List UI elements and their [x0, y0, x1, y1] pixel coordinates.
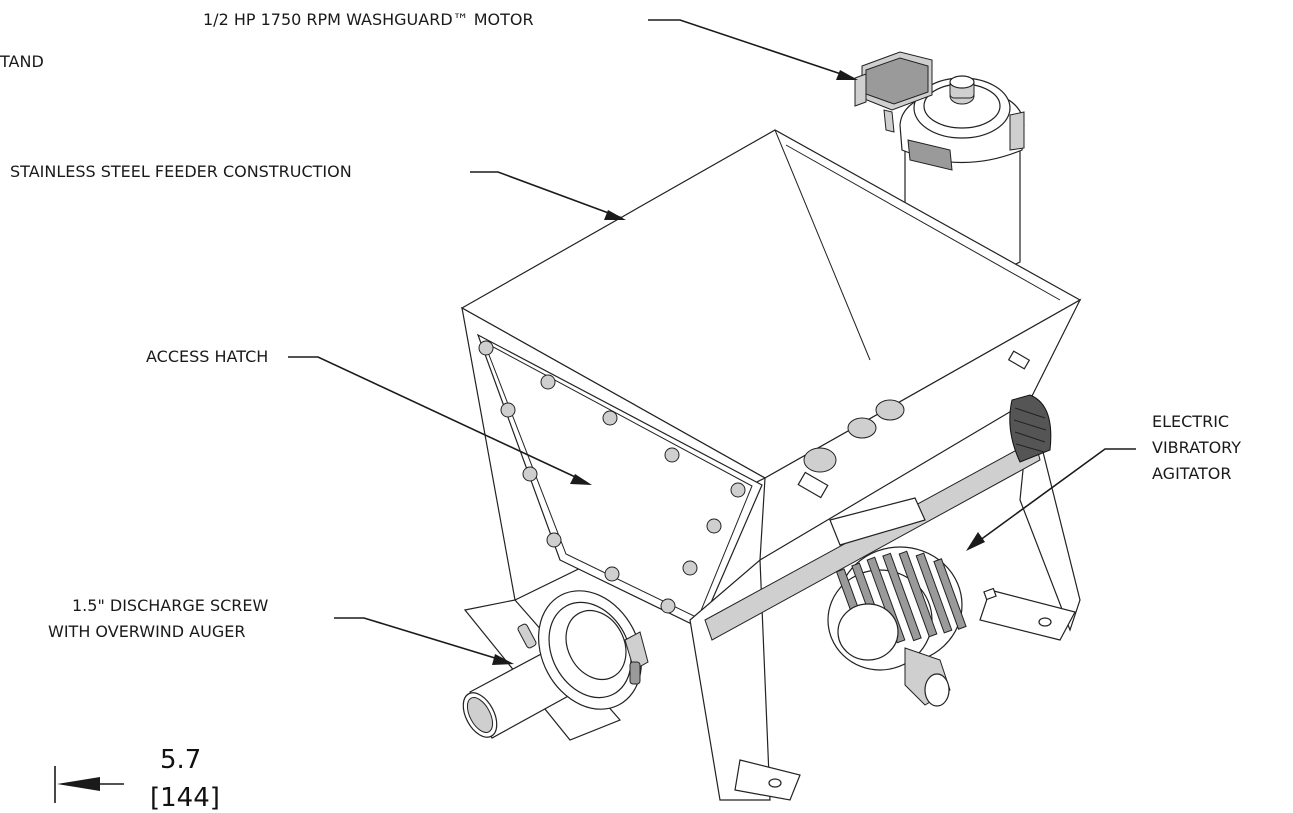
access-hatch-plate [476, 333, 763, 629]
hatch-bolts [478, 340, 746, 614]
access-hatch-label: ACCESS HATCH [146, 347, 269, 366]
motor-label: 1/2 HP 1750 RPM WASHGUARD™ MOTOR [203, 10, 534, 29]
agitator-label-line2: VIBRATORY [1152, 438, 1242, 457]
agitator-label-line3: AGITATOR [1152, 464, 1232, 483]
dimension-arrow [54, 766, 124, 803]
discharge-screw-label-line1: 1.5" DISCHARGE SCREW [72, 596, 269, 615]
discharge-screw [462, 590, 649, 739]
dimension-value: 5.7 [160, 745, 202, 775]
dimension-metric: [144] [150, 783, 220, 813]
agitator [704, 350, 1052, 707]
stand-label-fragment: TAND [0, 52, 44, 71]
discharge-screw-label-line2: WITH OVERWIND AUGER [48, 622, 246, 641]
callout-leaders [288, 19, 1136, 665]
agitator-label-line1: ELECTRIC [1152, 412, 1230, 431]
construction-label: STAINLESS STEEL FEEDER CONSTRUCTION [10, 162, 352, 181]
